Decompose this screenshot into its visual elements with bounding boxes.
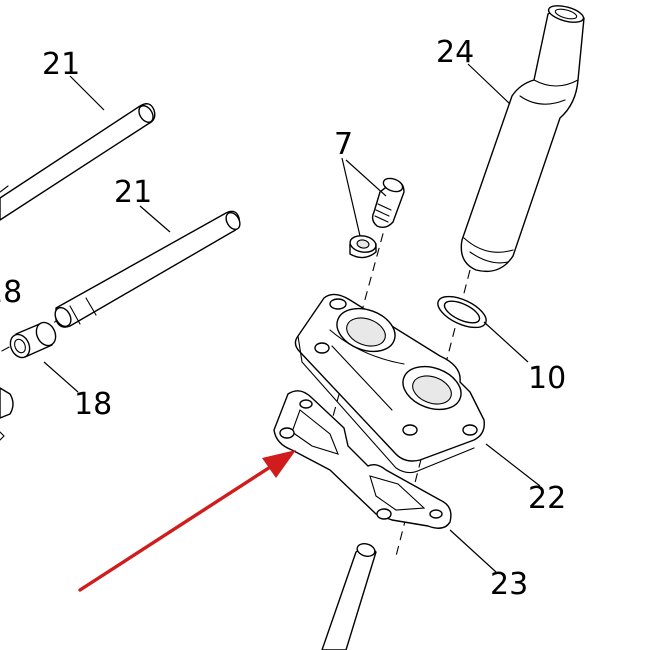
label-shaft-21-middle: 21: [114, 175, 152, 210]
label-gasket-23: 23: [490, 567, 528, 602]
label-oring-10: 10: [528, 361, 566, 396]
housing-part-22: [294, 293, 485, 474]
gasket-part-23: [273, 390, 452, 529]
bushing-part-18: [9, 321, 57, 359]
tube-part-24: [460, 5, 585, 273]
bolt-part-7: [371, 177, 405, 229]
callout-arrow: [78, 450, 296, 592]
washer-part-7: [349, 235, 377, 259]
label-tube-24: 24: [436, 35, 474, 70]
bushing-part-18-partial: [0, 387, 14, 441]
label-shaft-21-top: 21: [42, 47, 80, 82]
lower-shaft: [321, 543, 377, 650]
label-housing-22: 22: [528, 481, 566, 516]
label-bolt-7: 7: [334, 127, 353, 162]
leader-lines: [43, 63, 541, 573]
label-bushing-18: 18: [74, 387, 112, 422]
shaft-part-21-upper: [0, 103, 156, 221]
oring-part-10: [437, 295, 487, 329]
label-bushing-18-cut: 18: [0, 275, 22, 310]
shaft-part-21-lower: [54, 210, 241, 328]
